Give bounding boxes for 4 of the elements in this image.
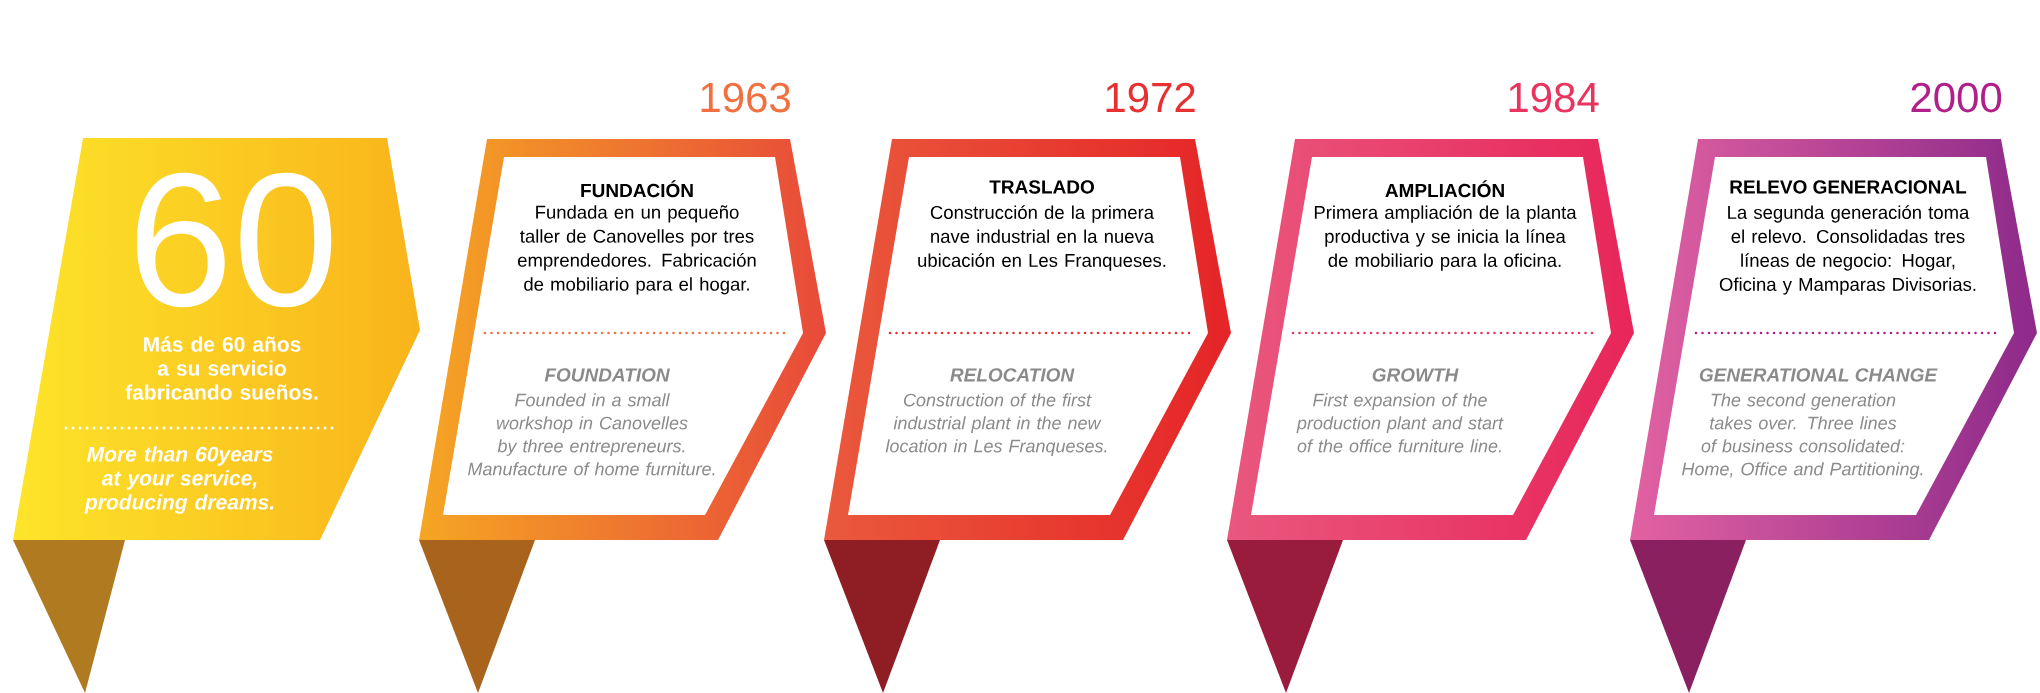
year-label: 1984 bbox=[1509, 82, 1599, 113]
year-label: 1972 bbox=[1106, 82, 1195, 113]
year-label: 2000 bbox=[1911, 82, 2002, 113]
year-label: 1963 bbox=[701, 82, 790, 113]
